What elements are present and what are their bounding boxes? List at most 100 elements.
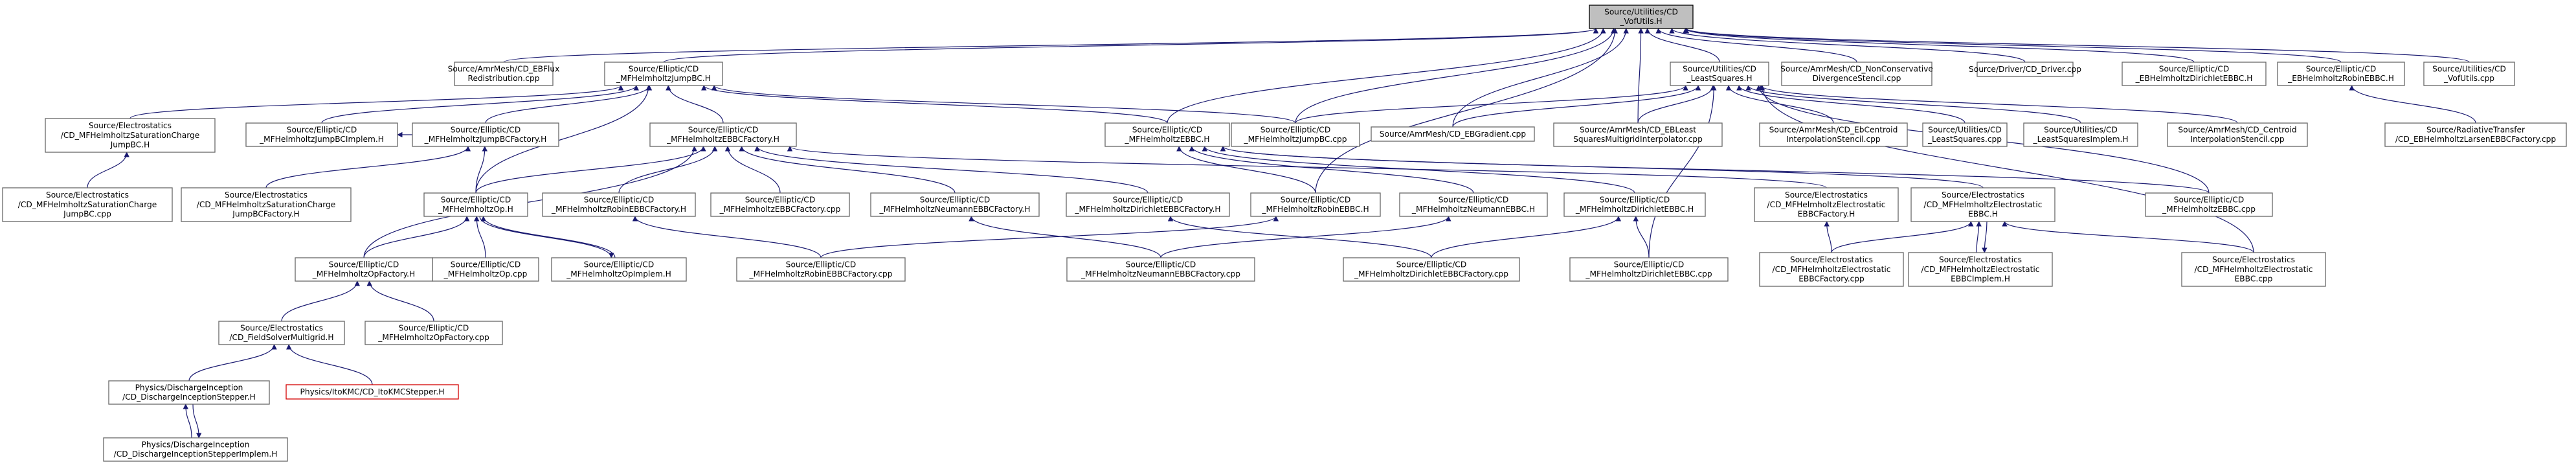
node-label-line: EBBCImplem.H [1951, 274, 2010, 283]
node-box [1910, 187, 2055, 222]
node-label-line: DivergenceStencil.cpp [1813, 74, 1901, 83]
graph-node[interactable]: Source/Elliptic/CD_MFHelmholtzRobinEBBCF… [736, 257, 906, 282]
node-label-line: Source/Elliptic/CD [451, 126, 521, 135]
node-label-line: Source/Elliptic/CD [2306, 65, 2376, 74]
node-box [1563, 192, 1706, 217]
graph-node[interactable]: Source/Elliptic/CD_MFHelmholtzNeumannEBB… [1066, 257, 1255, 282]
graph-node[interactable]: Source/AmrMesh/CD_EBLeastSquaresMultigri… [1553, 122, 1723, 147]
graph-node[interactable]: Source/Elliptic/CD_MFHelmholtzJumpBCFact… [412, 122, 559, 147]
dependency-edge [1637, 28, 1644, 124]
graph-node[interactable]: Source/Elliptic/CD_MFHelmholtzEBBC.H [1104, 122, 1230, 147]
node-box [2023, 122, 2138, 147]
dependency-edge [1683, 28, 2195, 63]
graph-node[interactable]: Source/Elliptic/CD_MFHelmholtzEBBCFactor… [710, 192, 850, 217]
graph-node[interactable]: Physics/DischargeInception/CD_DischargeI… [108, 380, 270, 405]
graph-node[interactable]: Source/Elliptic/CD_MFHelmholtzRobinEBBCF… [542, 192, 696, 217]
node-box [1569, 257, 1729, 282]
node-label-line: Source/Utilities/CD [1928, 126, 2002, 135]
node-box [2122, 62, 2267, 86]
node-box [1754, 187, 1899, 222]
graph-node[interactable]: Source/AmrMesh/CD_EBGradient.cpp [1371, 126, 1535, 142]
node-label-line: _MFHelmholtzOpFactory.H [312, 269, 415, 279]
node-label-line: EBBCFactory.H [1798, 209, 1855, 218]
graph-node[interactable]: Source/Electrostatics/CD_MFHelmholtzSatu… [2, 187, 173, 222]
graph-node[interactable]: Source/Elliptic/CD_MFHelmholtzOp.cpp [432, 257, 539, 282]
node-label-line: Source/Elliptic/CD [584, 196, 654, 205]
graph-node[interactable]: Source/AmrMesh/CD_EBFluxRedistribution.c… [448, 62, 560, 86]
graph-node[interactable]: Source/Electrostatics/CD_MFHelmholtzSatu… [181, 187, 352, 222]
graph-node[interactable]: Source/AmrMesh/CD_EbCentroidInterpolatio… [1759, 122, 1908, 147]
graph-node[interactable]: Physics/ItoKMC/CD_ItoKMCStepper.H [286, 384, 459, 400]
node-box [1781, 62, 1932, 86]
node-label-line: /CD_MFHelmholtzElectrostatic [1923, 200, 2042, 209]
graph-node[interactable]: Source/Electrostatics/CD_MFHelmholtzElec… [1910, 187, 2055, 222]
graph-node[interactable]: Source/Utilities/CD_LeastSquares.cpp [1922, 122, 2008, 147]
graph-node[interactable]: Source/Elliptic/CD_MFHelmholtzOp.H [423, 192, 528, 217]
graph-node[interactable]: Source/Utilities/CD_VofUtils.cpp [2423, 62, 2515, 86]
node-label-line: Source/Elliptic/CD [584, 260, 654, 269]
graph-node[interactable]: Source/Electrostatics/CD_MFHelmholtzElec… [1754, 187, 1899, 222]
graph-node[interactable]: Source/Elliptic/CD_MFHelmholtzRobinEBBC.… [1250, 192, 1381, 217]
graph-node[interactable]: Source/Elliptic/CD_MFHelmholtzOpFactory.… [364, 321, 503, 345]
node-label-line: Source/AmrMesh/CD_EBLeast [1580, 126, 1696, 135]
graph-node[interactable]: Source/Elliptic/CD_MFHelmholtzDirichletE… [1569, 257, 1729, 282]
node-label-line: Source/Electrostatics [1785, 190, 1868, 199]
node-label-line: Source/AmrMesh/CD_EbCentroid [1769, 126, 1898, 135]
node-label-line: Source/Elliptic/CD [2174, 196, 2244, 205]
graph-node[interactable]: Source/Electrostatics/CD_MFHelmholtzSatu… [45, 118, 216, 153]
node-label-line: Source/Elliptic/CD [745, 196, 815, 205]
graph-node[interactable]: Source/Elliptic/CD_MFHelmholtzDirichletE… [1343, 257, 1520, 282]
dependency-edge [1202, 146, 1635, 194]
graph-node[interactable]: Source/Elliptic/CD_MFHelmholtzOpImplem.H [551, 257, 687, 282]
graph-node[interactable]: Source/Elliptic/CD_MFHelmholtzJumpBCImpl… [245, 122, 398, 147]
node-label-line: /CD_DischargeInceptionStepper.H [122, 393, 256, 402]
graph-node[interactable]: Source/AmrMesh/CD_CentroidInterpolationS… [2167, 122, 2308, 147]
node-label-line: Source/Elliptic/CD [1260, 126, 1330, 135]
node-box [295, 257, 433, 282]
dependency-edge [632, 216, 822, 258]
node-label-line: Source/Elliptic/CD [1396, 260, 1466, 269]
node-label-line: Source/Elliptic/CD [2159, 65, 2229, 74]
graph-node[interactable]: Source/Elliptic/CD_MFHelmholtzOpFactory.… [295, 257, 433, 282]
node-label-line: Source/AmrMesh/CD_EBGradient.cpp [1380, 130, 1527, 139]
graph-node[interactable]: Source/Elliptic/CD_MFHelmholtzDirichletE… [1563, 192, 1706, 217]
graph-node[interactable]: Source/Driver/CD_Driver.cpp [1969, 62, 2081, 77]
node-label-line: EBBC.H [1968, 209, 1998, 218]
node-box [870, 192, 1040, 217]
node-label-line: JumpBC.cpp [63, 209, 111, 218]
graph-node[interactable]: Source/Electrostatics/CD_MFHelmholtzElec… [1759, 252, 1904, 287]
graph-node[interactable]: Source/AmrMesh/CD_NonConservativeDiverge… [1780, 62, 1933, 86]
graph-node[interactable]: Source/Electrostatics/CD_FieldSolverMult… [218, 321, 345, 345]
graph-node[interactable]: Source/Elliptic/CD_MFHelmholtzNeumannEBB… [1399, 192, 1548, 217]
node-box [551, 257, 687, 282]
graph-node[interactable]: Physics/DischargeInception/CD_DischargeI… [103, 437, 288, 462]
graph-node[interactable]: Source/Elliptic/CD_EBHelmholtzDirichletE… [2122, 62, 2267, 86]
dependency-edge [87, 152, 129, 188]
node-box [108, 380, 270, 405]
node-label-line: Source/Electrostatics [1942, 190, 2024, 199]
node-box [245, 122, 398, 147]
node-box [736, 257, 906, 282]
graph-node[interactable]: Source/Electrostatics/CD_MFHelmholtzElec… [1908, 252, 2053, 287]
dependency-edge [503, 28, 1598, 63]
graph-node[interactable]: Source/Elliptic/CD_MFHelmholtzNeumannEBB… [870, 192, 1040, 217]
graph-node[interactable]: Source/Utilities/CD_LeastSquaresImplem.H [2023, 122, 2138, 147]
node-box [2145, 192, 2273, 217]
graph-node[interactable]: Source/RadiativeTransfer/CD_EBHelmholtzL… [2384, 122, 2567, 147]
dependency-edge [1452, 85, 1701, 128]
node-label-line: Source/Electrostatics [1790, 255, 1873, 264]
graph-node[interactable]: Source/Utilities/CD_LeastSquares.H [1670, 62, 1769, 86]
graph-node[interactable]: Source/Elliptic/CD_MFHelmholtzJumpBC.H [604, 62, 723, 86]
graph-node[interactable]: Source/Elliptic/CD_EBHelmholtzRobinEBBC.… [2277, 62, 2405, 86]
graph-node[interactable]: Source/Elliptic/CD_MFHelmholtzDirichletE… [1066, 192, 1230, 217]
dependency-edge [475, 146, 487, 194]
node-label-line: Source/Elliptic/CD [688, 126, 758, 135]
graph-node[interactable]: Source/Elliptic/CD_MFHelmholtzEBBC.cpp [2145, 192, 2273, 217]
dependency-edge [1295, 28, 1617, 124]
graph-node[interactable]: Source/Elliptic/CD_MFHelmholtzEBBCFactor… [649, 122, 797, 147]
node-label-line: Source/Elliptic/CD [786, 260, 856, 269]
graph-node[interactable]: Source/Elliptic/CD_MFHelmholtzJumpBC.cpp [1231, 122, 1360, 147]
node-label-line: _VofUtils.H [1619, 17, 1662, 26]
node-label-line: _MFHelmholtzJumpBC.H [616, 74, 711, 83]
graph-node[interactable]: Source/Electrostatics/CD_MFHelmholtzElec… [2181, 252, 2326, 287]
